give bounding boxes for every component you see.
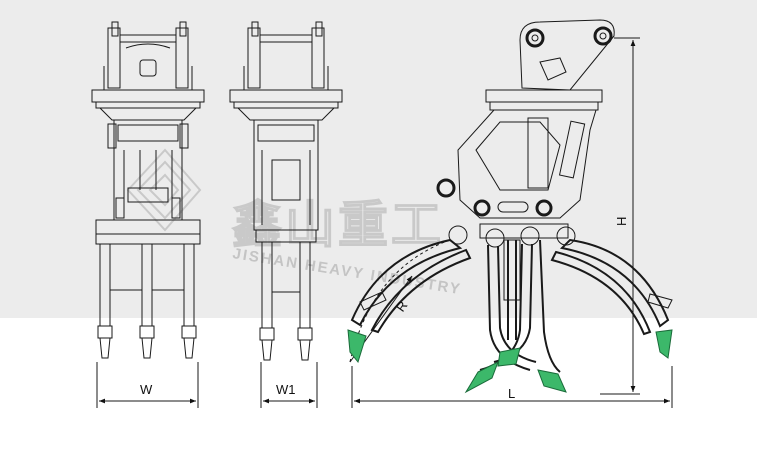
tooth-center-right-icon bbox=[537, 369, 567, 393]
left-outer-jaw bbox=[350, 238, 463, 327]
dimension-label-h: H bbox=[614, 217, 629, 226]
mount-bracket bbox=[519, 19, 615, 91]
tooth-left-icon bbox=[347, 329, 367, 364]
dimension-label-l: L bbox=[508, 386, 515, 401]
teeth bbox=[347, 329, 673, 394]
pin-top-right-icon bbox=[593, 26, 613, 46]
pin-side-icon bbox=[436, 178, 456, 198]
right-outer-jaw bbox=[559, 238, 670, 328]
pin-top-left-icon bbox=[525, 28, 545, 48]
tooth-center-left-icon bbox=[464, 360, 499, 394]
dimension-label-w1: W1 bbox=[276, 382, 296, 397]
tooth-right-icon bbox=[655, 329, 673, 359]
grapple-view bbox=[349, 19, 673, 408]
pin-left-icon bbox=[473, 199, 491, 217]
front-view bbox=[91, 21, 205, 408]
dimension-label-w: W bbox=[140, 382, 153, 397]
grapple-body bbox=[457, 109, 597, 219]
tooth-center-mid-icon bbox=[497, 347, 521, 367]
watermark-chinese: 鑫山重工 bbox=[232, 197, 444, 253]
pin-right-icon bbox=[535, 199, 553, 217]
side-view bbox=[229, 21, 343, 408]
